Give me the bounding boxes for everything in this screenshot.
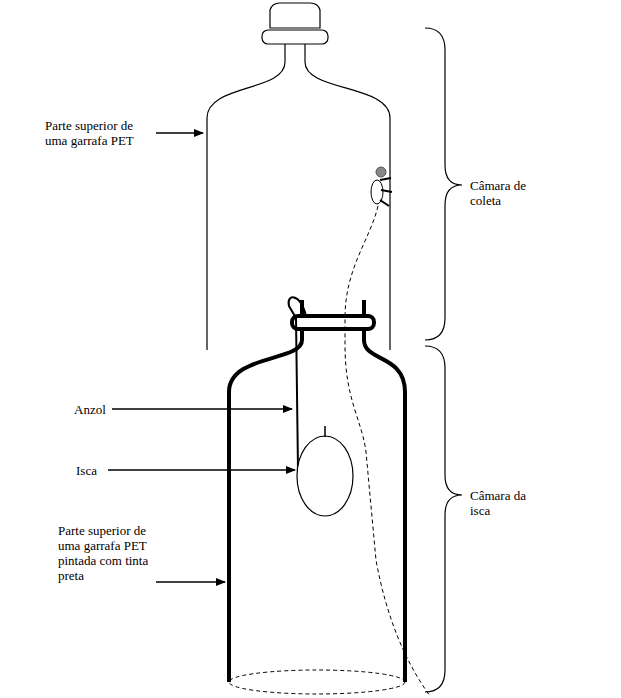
pointer-arrows: [108, 133, 295, 582]
insect-path: [345, 206, 430, 696]
bait: [297, 436, 353, 516]
insect: [371, 167, 392, 206]
black-bottle: [229, 300, 405, 682]
part-label: Parte superior de uma garrafa PET pintad…: [58, 523, 152, 583]
part-label: Parte superior de uma garrafa PET: [45, 118, 155, 148]
bait-tick: [324, 426, 326, 437]
chamber-label: Câmara da isca: [470, 488, 540, 518]
chamber-label: Câmara de coleta: [470, 178, 540, 208]
part-label: Anzol: [74, 402, 114, 417]
upper-bottle: [207, 3, 390, 350]
braces: [425, 28, 462, 692]
bottle-opening: [229, 670, 405, 694]
part-label: Isca: [76, 463, 108, 478]
